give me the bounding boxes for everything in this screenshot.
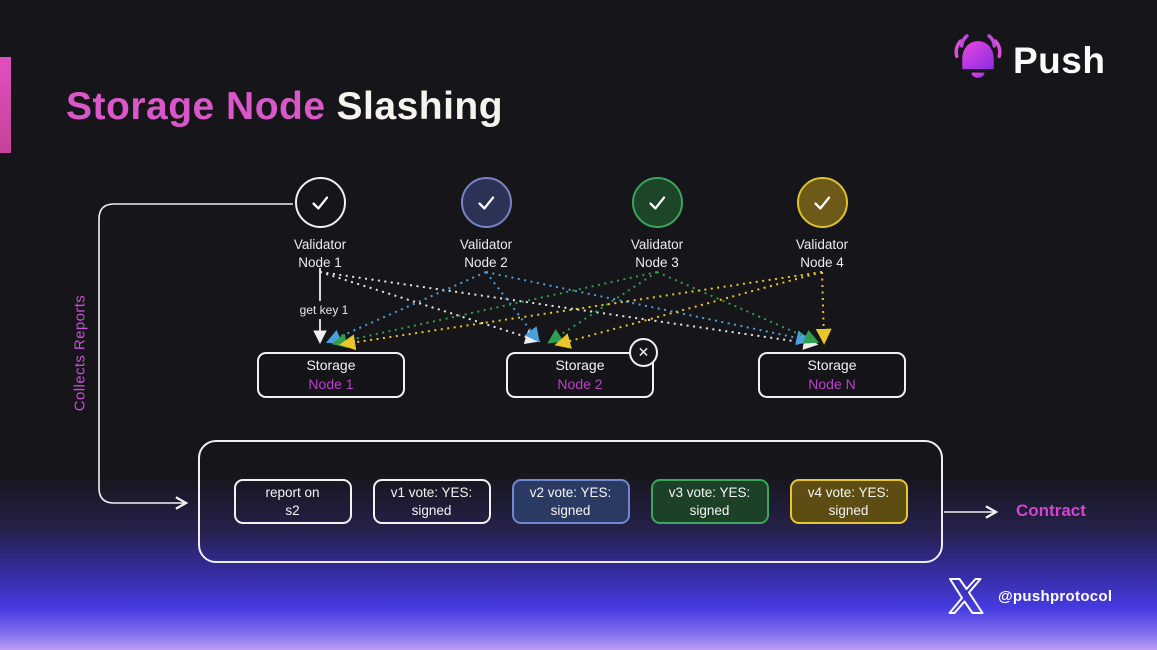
storage-1-line1: Storage — [306, 357, 356, 373]
storage-node-1: Storage Node 1 — [257, 352, 405, 398]
vote-v2-line2: signed — [550, 502, 591, 518]
edge-v2-sn — [485, 271, 812, 346]
get-key-label: get key 1 — [294, 301, 354, 319]
validator-4-label-line2: Node 4 — [800, 255, 844, 270]
report-panel: report on s2 v1 vote: YES: signed v2 vot… — [198, 440, 943, 563]
edge-v1-s2 — [319, 271, 541, 345]
validator-4-status-circle — [796, 177, 848, 228]
contract-label: Contract — [1016, 501, 1086, 520]
title-highlight: Storage Node — [66, 85, 326, 128]
report-box: report on s2 — [233, 479, 352, 524]
edge-v4-sn — [815, 271, 832, 345]
vote-v4-line1: v4 vote: YES: — [807, 484, 890, 500]
vote-box-v1: v1 vote: YES: signed — [372, 479, 491, 524]
storage-n-line2: Node N — [808, 376, 856, 392]
check-icon — [478, 195, 495, 210]
vote-box-v3: v3 vote: YES: signed — [650, 479, 769, 524]
title-accent-bar — [0, 57, 11, 153]
edge-v3-s2 — [547, 271, 658, 344]
vote-v4-line2: signed — [828, 502, 869, 518]
vote-box-v4: v4 vote: YES: signed — [789, 479, 908, 524]
vote-v2-line1: v2 vote: YES: — [529, 484, 612, 500]
push-logo: Push — [952, 33, 1105, 89]
push-wordmark: Push — [1013, 40, 1106, 81]
report-box-line1: report on — [265, 484, 320, 500]
validator-2-status-circle — [460, 177, 512, 228]
validator-3-status-circle — [631, 177, 683, 228]
check-icon — [814, 195, 831, 210]
edge-v3-s1 — [331, 271, 658, 349]
footer: @pushprotocol — [946, 576, 1112, 616]
storage-2-line2: Node 2 — [557, 376, 603, 392]
storage-node-n: Storage Node N — [758, 352, 906, 398]
validator-3-label-line1: Validator — [630, 237, 684, 252]
storage-n-line1: Storage — [807, 357, 857, 373]
vote-v3-line1: v3 vote: YES: — [668, 484, 751, 500]
storage-node-2: Storage Node 2 — [506, 352, 654, 398]
validator-2-label-line1: Validator — [459, 237, 513, 252]
vote-v3-line2: signed — [689, 502, 730, 518]
collects-reports-label: Collects Reports — [71, 294, 89, 412]
storage-1-line2: Node 1 — [308, 376, 354, 392]
vote-v1-line1: v1 vote: YES: — [390, 484, 473, 500]
push-bell-icon — [954, 34, 1002, 78]
edge-v4-s2 — [554, 271, 823, 349]
validator-2-label-line2: Node 2 — [464, 255, 508, 270]
validator-node-3: Validator Node 3 — [597, 177, 717, 272]
x-twitter-icon — [948, 578, 984, 614]
edge-v1-sn — [319, 271, 819, 350]
report-box-line2: s2 — [285, 502, 300, 518]
check-icon — [312, 195, 329, 210]
title-rest: Slashing — [336, 85, 504, 128]
edge-v2-s1 — [325, 271, 487, 344]
check-icon — [649, 195, 666, 210]
edge-v3-sn — [656, 271, 820, 344]
validator-1-status-circle — [294, 177, 346, 228]
edge-v4-s1 — [339, 271, 823, 351]
page-title: Storage Node Slashing — [66, 85, 503, 129]
validator-3-label-line2: Node 3 — [635, 255, 679, 270]
vote-box-v2: v2 vote: YES: signed — [511, 479, 630, 524]
validator-1-label-line2: Node 1 — [298, 255, 342, 270]
validator-1-label-line1: Validator — [293, 237, 347, 252]
slashed-cross-icon: ✕ — [629, 338, 658, 367]
collects-reports-path — [98, 203, 293, 510]
validator-node-2: Validator Node 2 — [426, 177, 546, 272]
storage-2-line1: Storage — [555, 357, 605, 373]
twitter-handle: @pushprotocol — [998, 587, 1113, 605]
vote-v1-line2: signed — [411, 502, 452, 518]
validator-node-4: Validator Node 4 — [762, 177, 882, 272]
edge-v2-s2 — [485, 271, 540, 343]
validator-4-label-line1: Validator — [795, 237, 849, 252]
validator-node-1: Validator Node 1 — [260, 177, 380, 272]
